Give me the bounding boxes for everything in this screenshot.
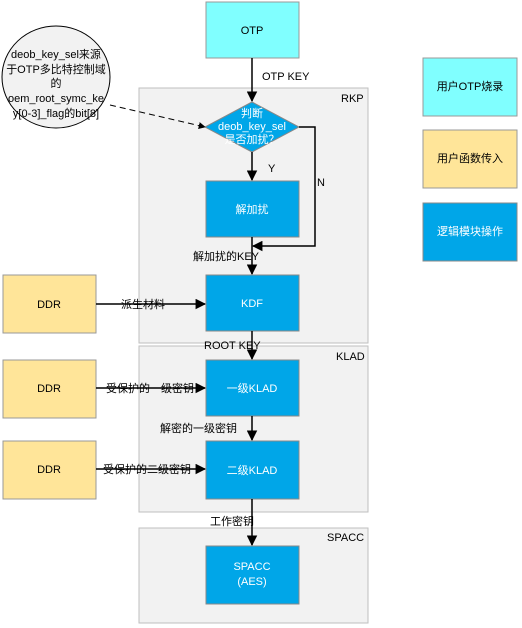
decision-no-arrow	[251, 126, 316, 252]
derive-material-label: 派生材料	[121, 297, 165, 311]
callout-ellipse	[1, 25, 111, 129]
ddr-box-3	[2, 440, 97, 500]
callout-line2: 于OTP多比特控制域	[6, 62, 106, 76]
legend-func-input-label: 用户函数传入	[437, 151, 503, 165]
yes-label: Y	[268, 163, 276, 175]
spacc-box	[205, 545, 300, 605]
protected-level2-label: 受保护的二级密钥	[103, 462, 191, 476]
otp-box	[205, 1, 300, 59]
klad1-box	[205, 359, 300, 417]
spacc-box-line1: SPACC	[233, 561, 270, 573]
decision-line2: deob_key_sel	[218, 121, 286, 133]
ddr-box-2-label: DDR	[37, 383, 61, 395]
otp-box-label: OTP	[241, 25, 264, 37]
legend-func-input	[422, 129, 518, 189]
legend-logic-op	[422, 202, 518, 262]
klad2-box-label: 二级KLAD	[227, 464, 278, 477]
otp-key-label: OTP KEY	[262, 71, 310, 83]
descrambled-key-label: 解加扰的KEY	[193, 249, 260, 263]
work-key-label: 工作密钥	[210, 514, 254, 528]
ddr-box-3-label: DDR	[37, 464, 61, 476]
klad1-box-label: 一级KLAD	[227, 382, 278, 395]
ddr-box-1-label: DDR	[37, 299, 61, 311]
callout-line4: oem_root_symc_ke	[8, 93, 104, 105]
legend-otp-burn-label: 用户OTP烧录	[437, 79, 504, 93]
spacc-panel-title: SPACC	[327, 532, 364, 544]
callout-pointer	[109, 104, 206, 129]
klad-panel-title: KLAD	[336, 351, 365, 363]
callout-line1: deob_key_sel来源	[11, 47, 101, 61]
decision-line3: 是否加扰？	[225, 132, 280, 146]
rkp-panel-title: RKP	[341, 93, 364, 105]
kdf-box-label: KDF	[241, 298, 263, 310]
decrypted-level1-label: 解密的一级密钥	[160, 421, 237, 435]
root-key-label: ROOT KEY	[204, 340, 261, 352]
descramble-box-label: 解加扰	[236, 202, 269, 216]
callout-line5: y[0-3]_flag的bit[8]	[13, 106, 99, 120]
legend-otp-burn	[422, 57, 518, 117]
ddr-box-2	[2, 359, 97, 419]
legend-logic-op-label: 逻辑模块操作	[437, 224, 503, 238]
no-label: N	[317, 177, 325, 189]
ddr-box-1	[2, 274, 97, 334]
spacc-box-line2: (AES)	[237, 576, 266, 588]
protected-level1-label: 受保护的一级密钥	[106, 381, 194, 395]
decision-line1: 判断	[241, 106, 263, 120]
callout-line3: 的	[51, 76, 62, 90]
